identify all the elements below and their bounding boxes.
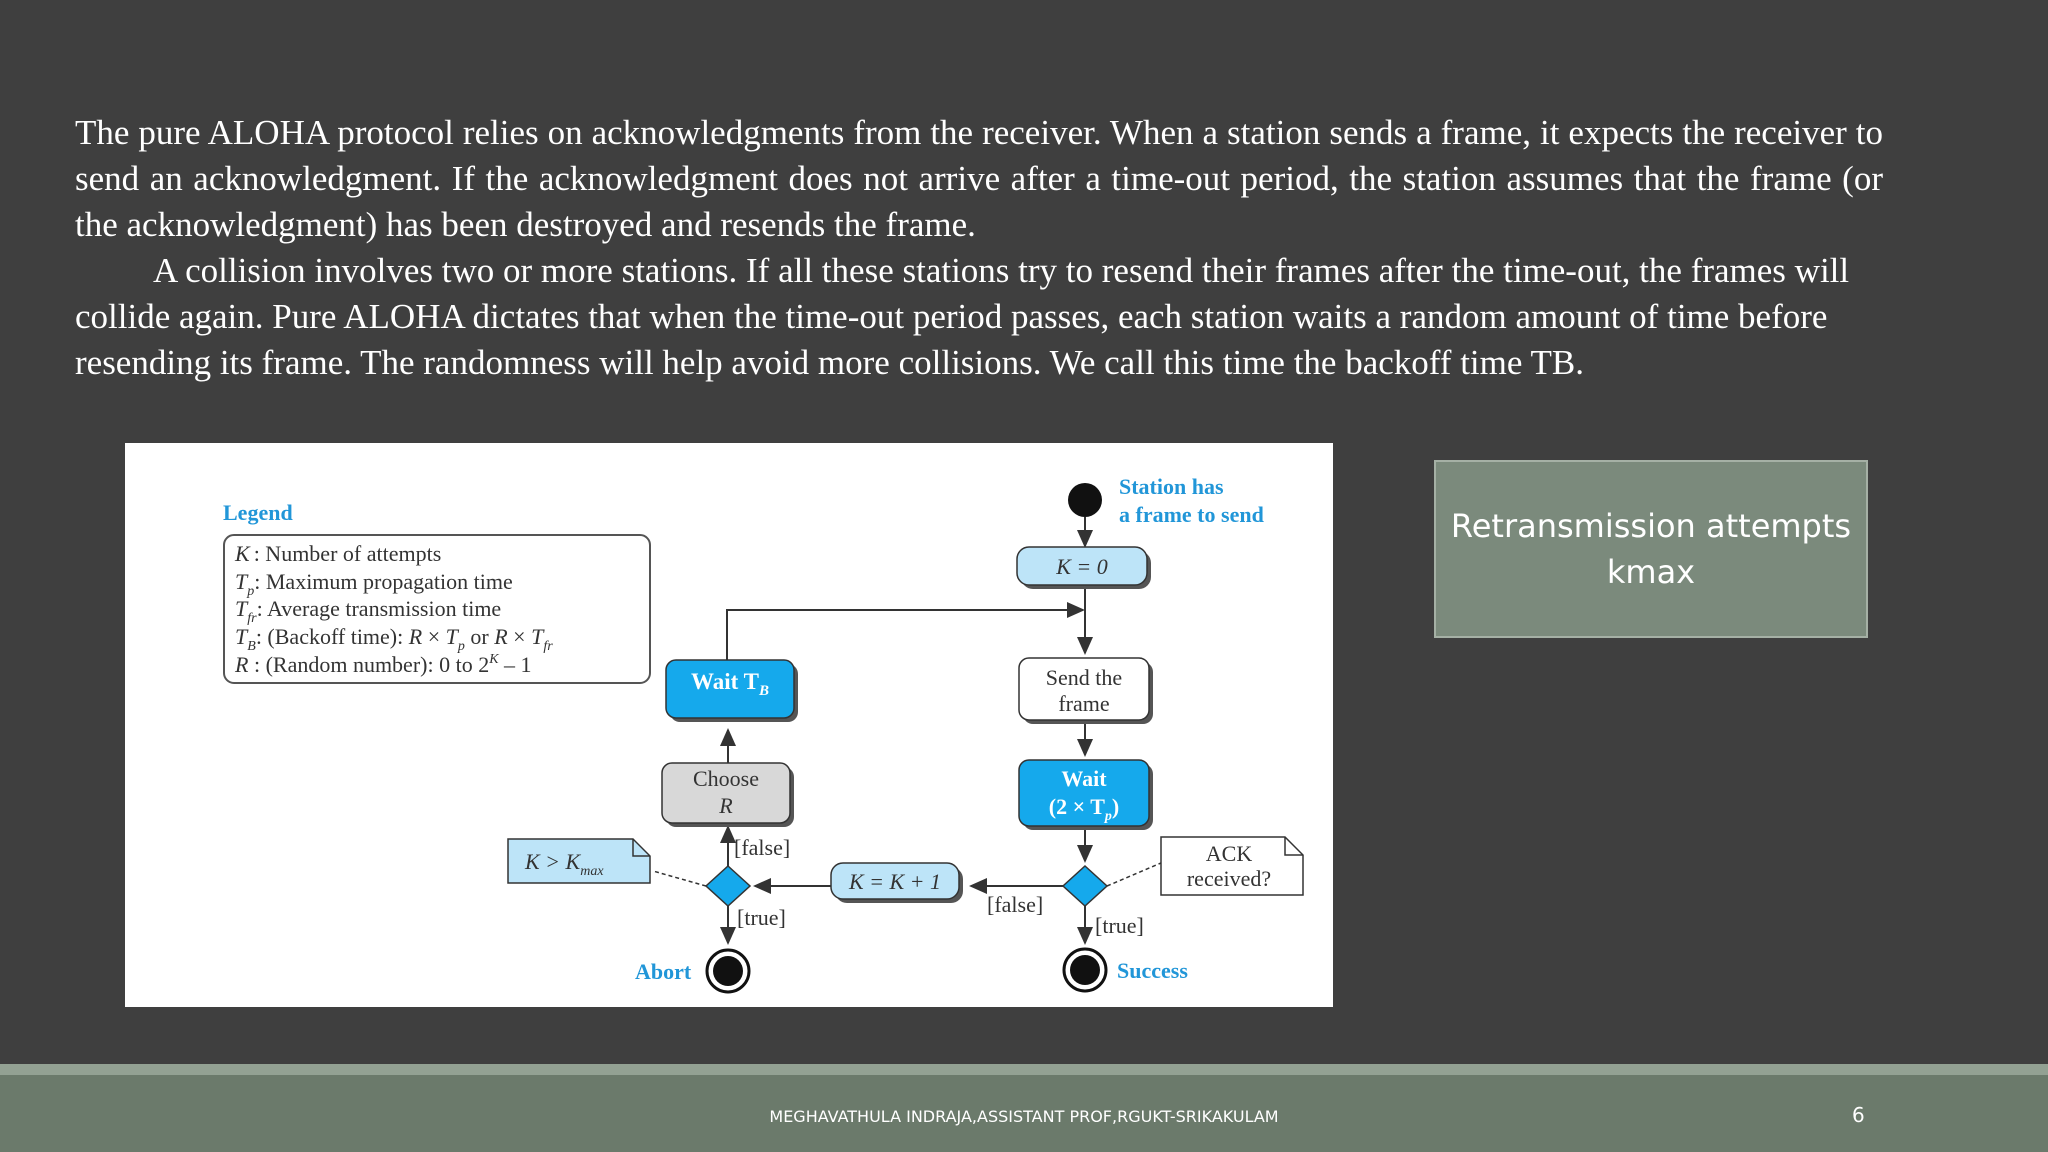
kmax-note-connector: [652, 870, 707, 887]
wait-2tp-label: Wait: [1061, 766, 1107, 791]
ack-decision-diamond: [1061, 864, 1109, 908]
false-label-right: [false]: [987, 892, 1043, 917]
retransmission-callout: Retransmission attempts kmax: [1434, 460, 1868, 638]
callout-text: Retransmission attempts kmax: [1451, 503, 1851, 595]
k-init-text: K = 0: [1055, 554, 1108, 579]
footer-author: MEGHAVATHULA INDRAJA,ASSISTANT PROF,RGUK…: [769, 1107, 1279, 1126]
k-inc-text: K = K + 1: [848, 869, 941, 894]
flow-diagram-svg: Legend K: Number of attempts Tp: Maximum…: [223, 474, 1304, 994]
ack-text-1: ACK: [1206, 841, 1253, 866]
true-label-left: [true]: [737, 905, 786, 930]
wait-2tp-node: [1018, 759, 1150, 827]
ack-note-connector: [1106, 862, 1162, 887]
legend-k: K: Number of attempts: [234, 541, 441, 566]
legend-tb: TB: (Backoff time): R × Tp or R × Tfr: [235, 624, 553, 654]
wait-2tp-sub: (2 × Tp): [1049, 794, 1119, 824]
success-node-inner: [1070, 955, 1100, 985]
legend-tp: Tp: Maximum propagation time: [235, 569, 513, 599]
ack-note: [1160, 836, 1304, 896]
kmax-note: [507, 838, 651, 884]
callout-line-1: Retransmission attempts: [1450, 507, 1852, 545]
wait-tb-node: [665, 659, 795, 719]
legend-title: Legend: [223, 500, 293, 525]
k-inc-node: [830, 862, 960, 900]
choose-r-text: R: [718, 793, 733, 818]
paragraph-1: The pure ALOHA protocol relies on acknow…: [75, 113, 1883, 244]
footer-top-band: [0, 1064, 2048, 1075]
kmax-note-text: K > Kmax: [524, 849, 604, 879]
legend-r: R : (Random number): 0 to 2K – 1: [234, 652, 532, 677]
start-label-2: a frame to send: [1119, 502, 1264, 527]
callout-line-2: kmax: [1606, 553, 1696, 591]
legend-box: [223, 534, 651, 684]
legend-tfr: Tfr: Average transmission time: [235, 596, 501, 626]
ack-note-fold: [1284, 837, 1303, 856]
ack-text-2: received?: [1187, 866, 1271, 891]
abort-label: Abort: [635, 959, 692, 984]
k-init-node: [1016, 546, 1148, 586]
send-frame-node: [1018, 657, 1150, 721]
false-label-left: [false]: [734, 835, 790, 860]
choose-r-node: [661, 762, 791, 824]
start-label-1: Station has: [1119, 474, 1224, 499]
body-text: The pure ALOHA protocol relies on acknow…: [75, 110, 1883, 386]
send-text-1: Send the: [1046, 665, 1122, 690]
success-label: Success: [1117, 958, 1188, 983]
choose-text: Choose: [693, 766, 759, 791]
page-number: 6: [1852, 1103, 1865, 1127]
abort-node-inner: [713, 956, 743, 986]
kmax-decision-diamond: [704, 864, 752, 908]
true-label-right: [true]: [1095, 913, 1144, 938]
aloha-flow-diagram: Legend K: Number of attempts Tp: Maximum…: [125, 443, 1333, 1007]
start-node: [1068, 483, 1102, 517]
footer: MEGHAVATHULA INDRAJA,ASSISTANT PROF,RGUK…: [0, 1075, 2048, 1152]
send-text-2: frame: [1058, 691, 1109, 716]
arrow-loop-back: [726, 602, 1085, 668]
wait-tb-text: Wait TB: [691, 669, 769, 699]
paragraph-2: A collision involves two or more station…: [75, 251, 1850, 382]
kmax-note-fold: [632, 839, 650, 857]
